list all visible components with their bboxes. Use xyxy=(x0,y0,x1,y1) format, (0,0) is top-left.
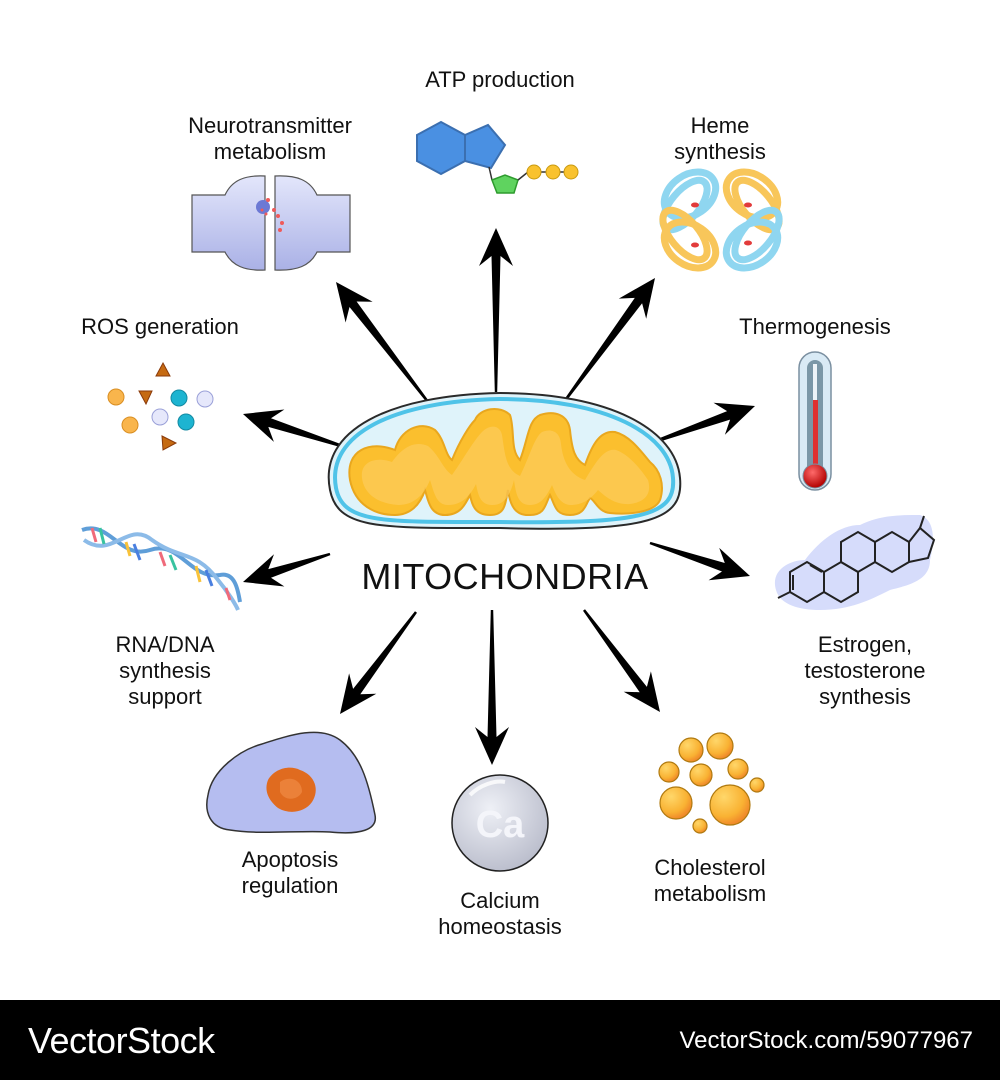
arrow-to-neuro xyxy=(336,282,429,403)
arrow-to-calcium xyxy=(475,610,509,765)
arrow-to-heme xyxy=(563,278,655,403)
diagram-title: MITOCHONDRIA xyxy=(361,556,649,597)
calcium-ion-icon: Ca xyxy=(451,774,549,872)
arrow-to-atp xyxy=(479,228,513,392)
label-rna-dna-synthesis: RNA/DNA synthesis support xyxy=(115,632,215,709)
footer-bar: VectorStock VectorStock.com/59077967 xyxy=(0,1000,1000,1080)
mitochondrion-icon xyxy=(327,391,682,530)
label-atp-production: ATP production xyxy=(425,67,575,92)
calcium-symbol: Ca xyxy=(476,804,525,846)
ros-particles-icon xyxy=(107,361,214,451)
arrow-to-apoptosis xyxy=(340,611,417,714)
image-url: VectorStock.com/59077967 xyxy=(679,1027,973,1054)
arrow-to-ros xyxy=(243,409,349,450)
arrow-to-thermo xyxy=(647,402,755,446)
arrow-to-dna xyxy=(243,552,331,587)
atp-molecule-icon xyxy=(416,120,579,194)
arrow-to-cholesterol xyxy=(583,609,660,712)
label-apoptosis-regulation: Apoptosis regulation xyxy=(241,847,339,898)
cell-icon xyxy=(206,731,376,834)
brand-logo: VectorStock xyxy=(28,1020,215,1061)
label-cholesterol-metabolism: Cholesterol metabolism xyxy=(653,855,767,906)
label-ros-generation: ROS generation xyxy=(81,314,239,339)
synapse-icon xyxy=(191,175,351,271)
label-neurotransmitter-metabolism: Neurotransmitter metabolism xyxy=(188,113,352,164)
arrow-to-steroid xyxy=(649,541,750,581)
lipid-droplets-icon xyxy=(658,732,765,834)
steroid-molecule-icon xyxy=(774,515,936,610)
mitochondria-diagram: Ca ATP production Neurotransmitter metab… xyxy=(81,67,936,939)
thermometer-icon xyxy=(798,351,832,491)
label-calcium-homeostasis: Calcium homeostasis xyxy=(438,888,562,939)
diagram-canvas: Ca xyxy=(81,120,936,872)
arrows-group xyxy=(243,228,755,765)
label-heme-synthesis: Heme synthesis xyxy=(674,113,766,164)
label-estrogen-testosterone: Estrogen, testosterone synthesis xyxy=(804,632,926,709)
hemoglobin-icon xyxy=(659,168,783,272)
dna-helix-icon xyxy=(81,526,242,611)
label-thermogenesis: Thermogenesis xyxy=(739,314,891,339)
